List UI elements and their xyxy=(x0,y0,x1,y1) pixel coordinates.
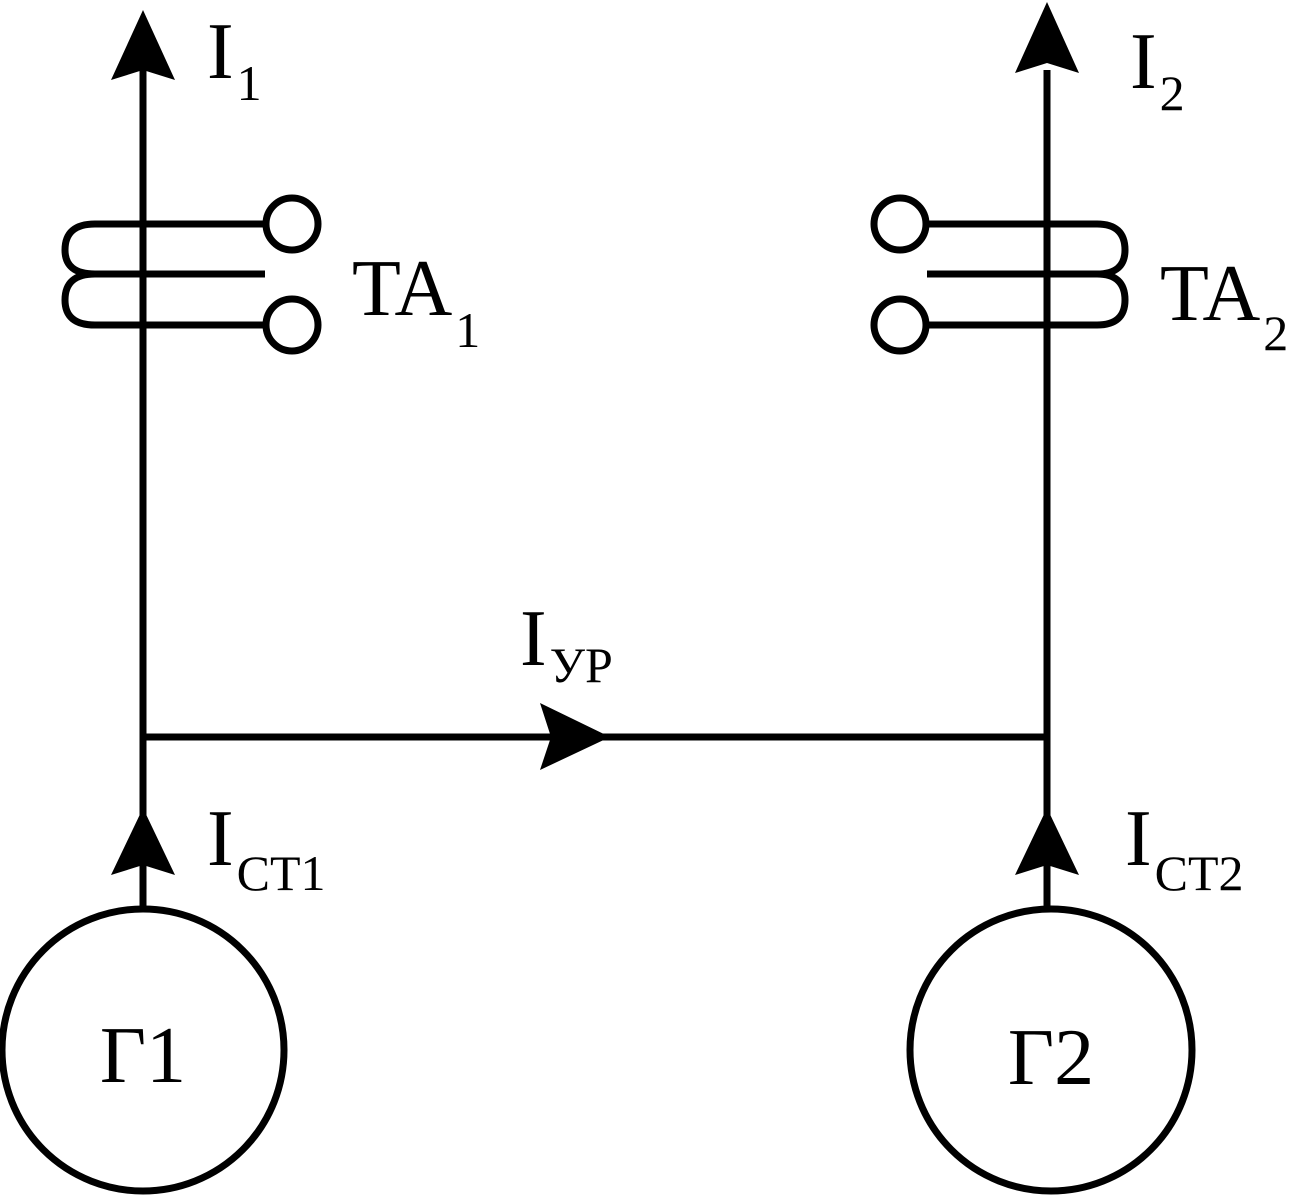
ta2-terminal-bottom xyxy=(870,295,930,355)
ta2-terminal-top xyxy=(870,194,930,254)
arrow-up-icon xyxy=(111,808,175,875)
arrow-up-icon xyxy=(111,10,175,80)
current-transformer-ta2 xyxy=(870,194,1129,355)
label-i1: I1 xyxy=(207,8,262,111)
arrow-right-icon xyxy=(540,703,610,770)
arrow-up-icon xyxy=(1015,2,1079,73)
generator-g1 xyxy=(0,905,288,1195)
label-ta2: TA2 xyxy=(1160,250,1288,361)
label-ist1: IСТ1 xyxy=(207,795,326,901)
ta1-terminal-bottom xyxy=(262,295,322,355)
generator-g2 xyxy=(906,905,1196,1195)
current-transformer-ta1 xyxy=(61,194,322,355)
label-g2: Г2 xyxy=(1008,1014,1094,1102)
label-i2: I2 xyxy=(1130,18,1185,121)
label-ta1: TA1 xyxy=(352,245,480,358)
label-g1: Г1 xyxy=(100,1012,186,1100)
label-iur: IУР xyxy=(520,595,613,693)
label-ist2: IСТ2 xyxy=(1125,795,1244,901)
ta1-terminal-top xyxy=(262,194,322,254)
arrow-up-icon xyxy=(1015,808,1079,875)
